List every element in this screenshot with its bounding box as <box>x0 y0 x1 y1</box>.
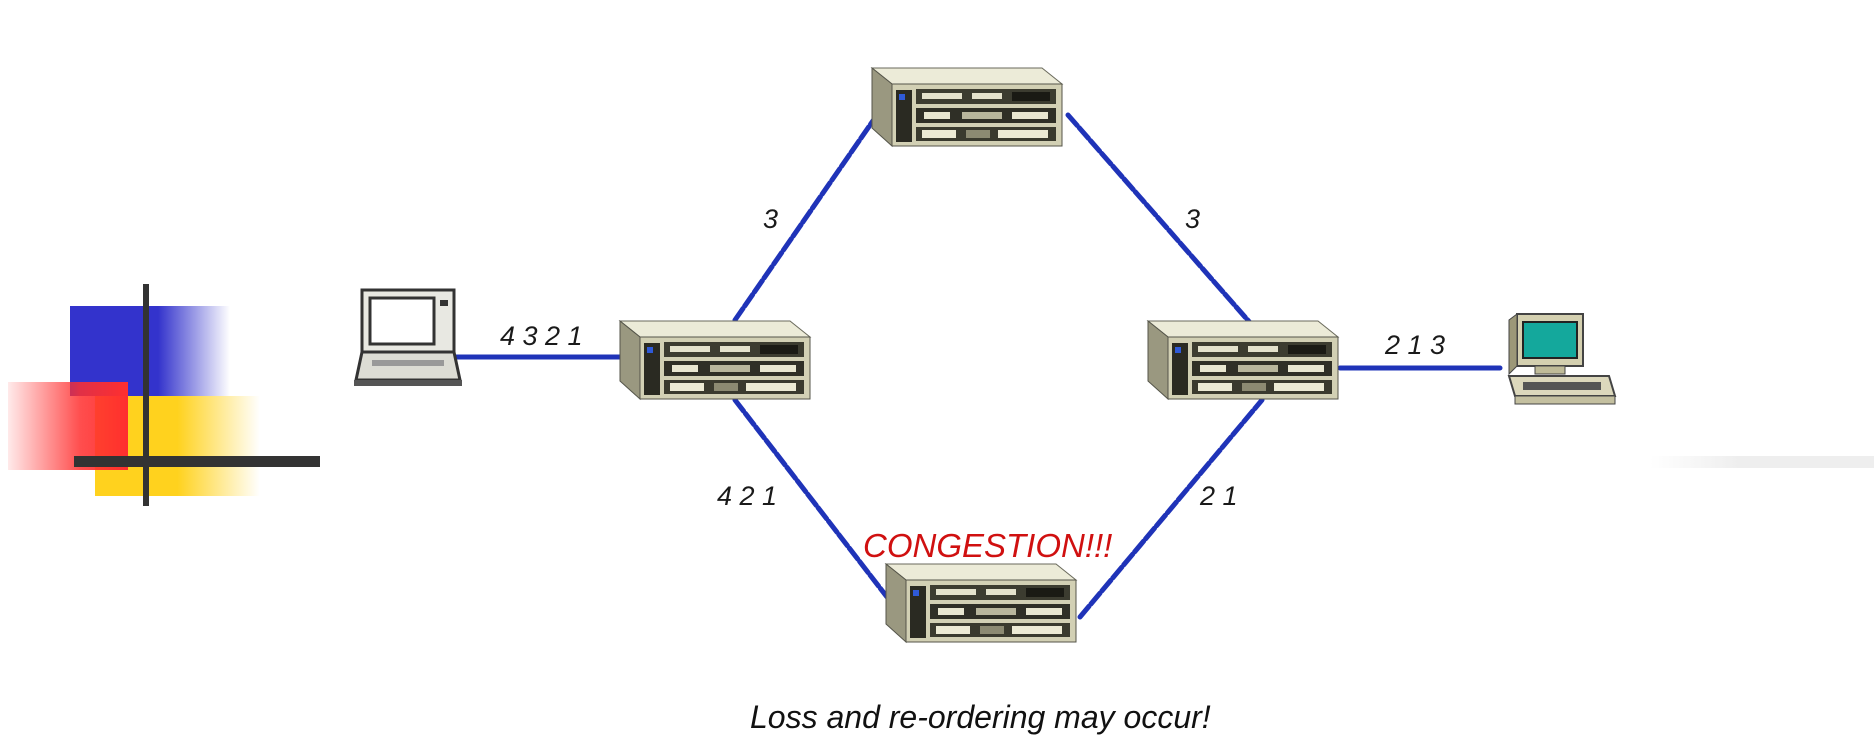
slide-divider <box>1650 456 1874 468</box>
router-icon <box>885 563 1077 643</box>
router-icon <box>871 67 1063 147</box>
label-source-r1: 4 3 2 1 <box>500 321 583 351</box>
network-links <box>449 112 1503 620</box>
router-icon <box>1147 320 1339 400</box>
label-r2-dest: 2 1 3 <box>1384 330 1445 360</box>
label-r1-top: 3 <box>763 204 778 234</box>
laptop-icon <box>354 288 462 386</box>
congestion-label: CONGESTION!!! <box>863 527 1112 564</box>
desktop-computer-icon <box>1507 313 1617 405</box>
label-bottom-r2: 2 1 <box>1199 481 1238 511</box>
link-r1-bottom <box>732 397 890 600</box>
link-top-r2 <box>1065 112 1255 328</box>
link-bottom-r2 <box>1077 397 1265 620</box>
link-r1-top <box>732 112 880 323</box>
diagram-caption: Loss and re-ordering may occur! <box>750 699 1211 735</box>
label-top-r2: 3 <box>1185 204 1200 234</box>
slide-decoration-icon <box>8 284 320 506</box>
router-icon <box>619 320 811 400</box>
label-r1-bottom: 4 2 1 <box>717 481 777 511</box>
